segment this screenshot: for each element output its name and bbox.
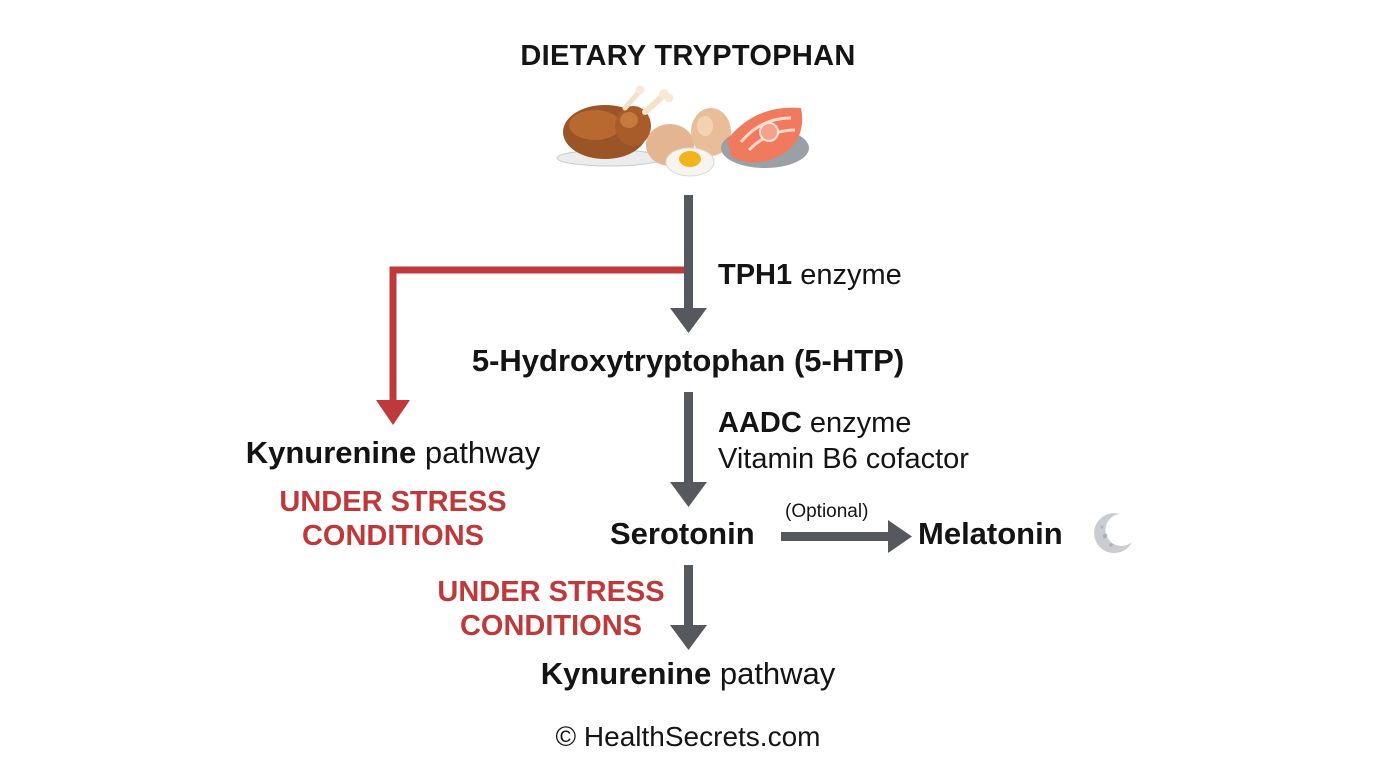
roast-chicken-icon [556, 85, 674, 167]
aadc-enzyme-label: AADC enzyme Vitamin B6 cofactor [718, 405, 969, 477]
kynurenine-pathway-bottom: Kynurenine pathway [541, 656, 836, 692]
kynurenine-pathway-left: Kynurenine pathway [246, 435, 541, 471]
serotonin-node: Serotonin [610, 516, 755, 551]
salmon-steak-icon [721, 107, 809, 168]
tph1-enzyme-label: TPH1 enzyme [718, 257, 902, 293]
stress-conditions-bottom: UNDER STRESS CONDITIONS [437, 575, 664, 643]
aadc-suffix: enzyme [801, 407, 912, 439]
kynurenine-left-name: Kynurenine [245, 435, 417, 470]
aadc-name: AADC [718, 407, 802, 439]
diagram-title: DIETARY TRYPTOPHAN [520, 40, 856, 72]
arrow-branch-to-kynurenine [376, 266, 684, 425]
arrow-serotonin-to-melatonin [781, 520, 912, 553]
arrow-tryptophan-to-5htp [670, 195, 707, 333]
stress-bottom-line2: CONDITIONS [459, 610, 643, 642]
dietary-food-illustration [556, 85, 809, 177]
vitamin-b6-cofactor: Vitamin B6 cofactor [718, 443, 969, 475]
tph1-name: TPH1 [718, 259, 793, 291]
optional-label: (Optional) [785, 501, 869, 522]
stress-bottom-line1: UNDER STRESS [437, 576, 665, 608]
copyright-footer: © HealthSecrets.com [555, 721, 821, 752]
kynurenine-left-suffix: pathway [416, 435, 541, 470]
melatonin-node: Melatonin [918, 516, 1063, 551]
kynurenine-bottom-name: Kynurenine [540, 656, 712, 691]
kynurenine-bottom-suffix: pathway [711, 656, 836, 691]
crescent-moon-icon [1094, 513, 1132, 554]
5htp-node: 5-Hydroxytryptophan (5-HTP) [471, 343, 905, 378]
aadc-enzyme-line: AADC enzyme [718, 405, 969, 441]
tph1-suffix: enzyme [792, 259, 902, 291]
stress-left-line2: CONDITIONS [301, 520, 485, 552]
arrow-5htp-to-serotonin [670, 392, 707, 507]
stress-conditions-left: UNDER STRESS CONDITIONS [279, 485, 506, 553]
stress-left-line1: UNDER STRESS [279, 486, 507, 518]
arrow-serotonin-to-kynurenine [670, 565, 707, 650]
egg-icon [646, 108, 731, 177]
